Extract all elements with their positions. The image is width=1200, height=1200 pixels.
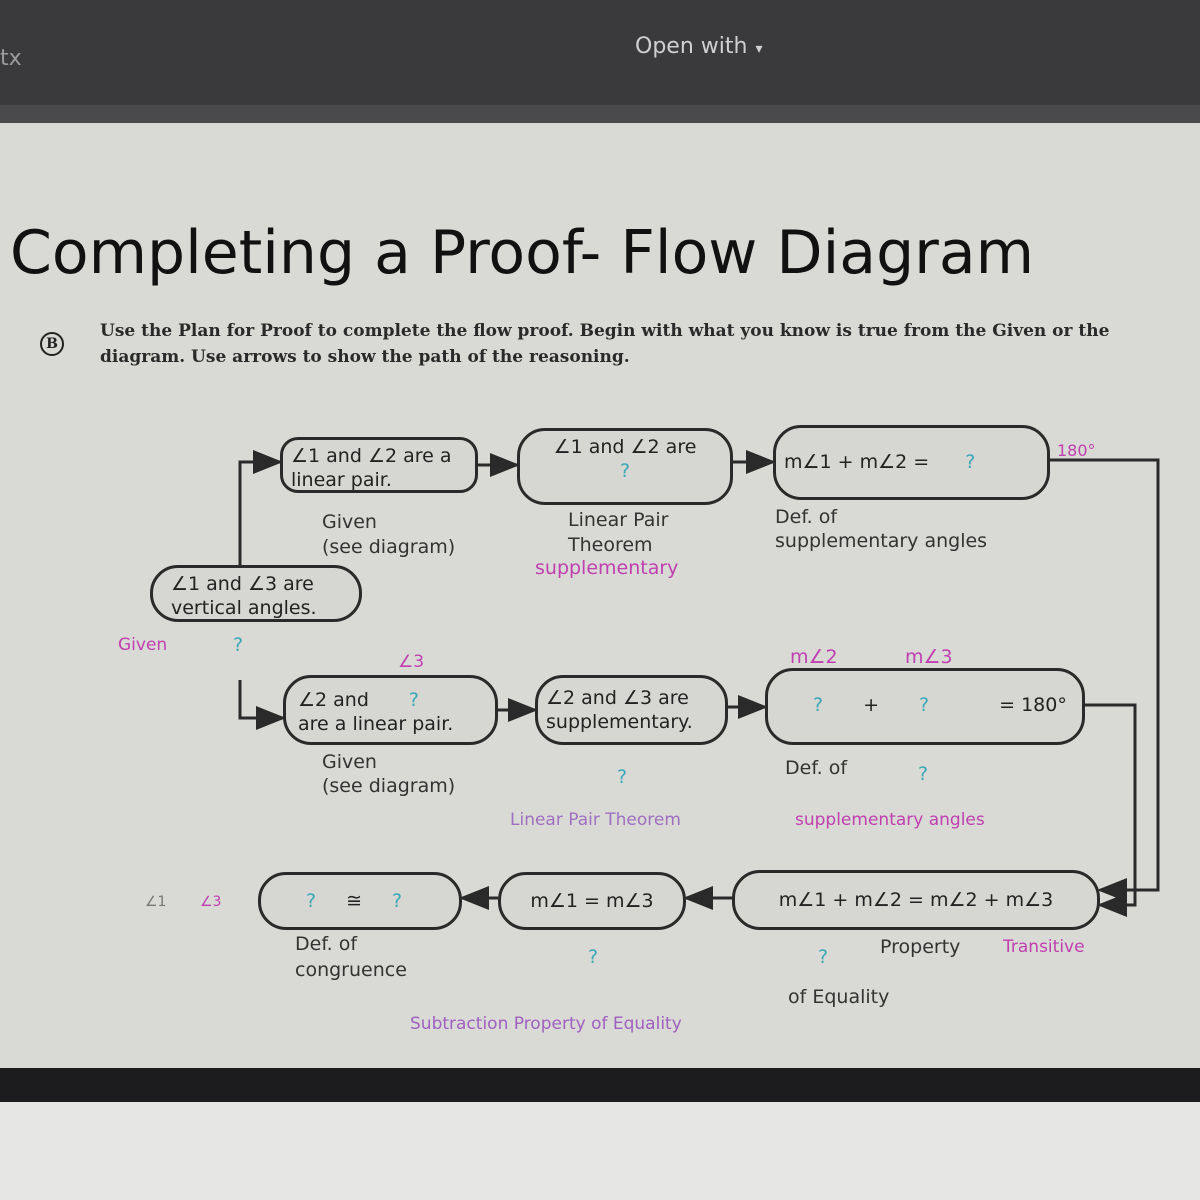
blank[interactable]: ? [918,763,929,785]
page-title: Completing a Proof- Flow Diagram [10,218,1035,288]
instructions: Use the Plan for Proof to complete the f… [100,321,1110,367]
statement-sums-equal: m∠1 + m∠2 = m∠2 + m∠3 [732,870,1100,930]
reason-given-note: (see diagram) [322,536,456,558]
tab-title-fragment: tx [0,46,22,71]
statement-sum-180: m∠1 + m∠2 = ? [773,425,1050,500]
answer-supplementary-angles: supplementary angles [795,810,985,830]
congruent-sign: ≅ [346,890,363,912]
reason-def-of: Def. of [785,757,848,779]
reason-given-note: (see diagram) [322,775,456,797]
blank[interactable]: ? [619,460,631,482]
box-text: m∠1 + m∠2 = m∠2 + m∠3 [778,889,1054,911]
box-text: ∠2 and [298,689,369,711]
reason-def-of: Def. of [295,933,358,955]
chevron-down-icon: ▾ [755,41,763,57]
plus-sign: + [863,694,880,716]
statement-supplementary-1-2: ∠1 and ∠2 are? [517,428,733,505]
answer-linear-pair-theorem: Linear Pair Theorem [510,810,681,830]
blank[interactable]: ? [919,694,930,716]
answer-m3: m∠3 [905,646,953,668]
blank[interactable]: ? [306,890,317,912]
box-text: m∠1 + m∠2 = [784,451,930,473]
part-badge: B [40,332,64,356]
box-text: are a linear pair. [298,713,454,735]
blank[interactable]: ? [818,946,829,968]
statement-sum-2-3: ? +? = 180° [765,668,1085,745]
viewer-background [0,1102,1200,1200]
answer-angle-3: ∠3 [200,894,222,910]
answer-180: 180° [1057,441,1096,460]
reason-def-of: Def. of [775,506,838,528]
slide-border [0,1068,1200,1102]
answer-given: Given [118,635,168,655]
answer-transitive: Transitive [1003,937,1085,957]
answer-m2: m∠2 [790,646,838,668]
reason-property: Property [880,936,961,958]
reason-supplementary-angles: supplementary angles [775,530,988,552]
answer-angle-3: ∠3 [398,652,425,672]
statement-congruent: ? ≅? [258,872,462,930]
box-text: ∠2 and ∠3 are [546,687,689,709]
reason-linear-pair: Linear Pair [568,509,669,531]
blank[interactable]: ? [813,694,824,716]
reason-given: Given [322,511,377,533]
box-text: ∠1 and ∠3 are [171,573,314,595]
statement-m1-eq-m3: m∠1 = m∠3 [498,872,686,930]
blank[interactable]: ? [392,890,403,912]
box-text: m∠1 = m∠3 [530,890,654,912]
box-text: = 180° [999,694,1067,716]
answer-subtraction-property: Subtraction Property of Equality [410,1014,682,1034]
box-text: supplementary. [546,711,693,733]
box-text: ∠1 and ∠2 are [553,436,697,458]
reason-theorem: Theorem [568,534,653,556]
blank[interactable]: ? [965,451,976,473]
open-with-button[interactable]: Open with ▾ [635,34,762,59]
answer-supplementary: supplementary [535,557,679,579]
reason-given: Given [322,751,377,773]
reason-congruence: congruence [295,959,407,981]
open-with-label: Open with [635,34,748,59]
blank[interactable]: ? [588,946,599,968]
viewer-toolbar: tx Open with ▾ [0,0,1200,105]
toolbar-gap [0,105,1200,123]
box-text: linear pair. [291,469,392,491]
box-text: vertical angles. [171,597,317,619]
blank[interactable]: ? [408,689,420,711]
answer-angle-1: ∠1 [145,894,167,910]
box-text: ∠1 and ∠2 are a [291,445,452,467]
blank[interactable]: ? [233,634,244,656]
statement-linear-pair-2-3: ∠2 and?are a linear pair. [283,675,498,745]
blank[interactable]: ? [617,766,628,788]
reason-of-equality: of Equality [788,986,890,1008]
